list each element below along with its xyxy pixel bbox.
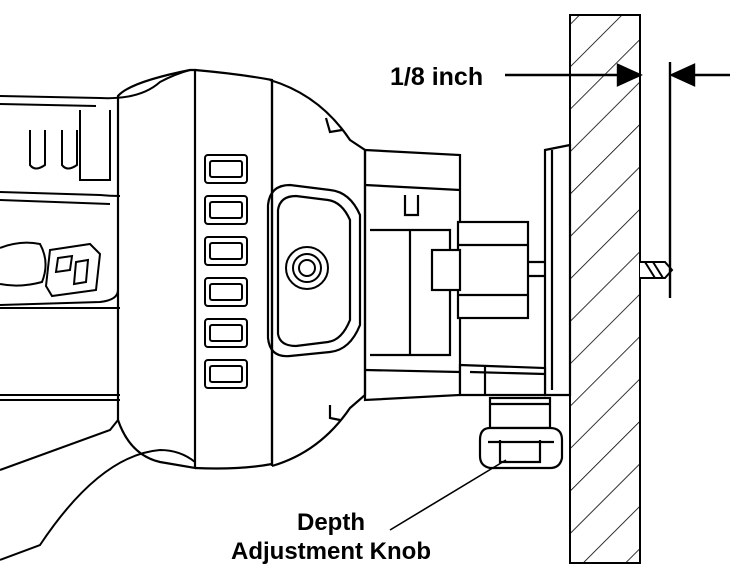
knob-label-line2: Adjustment Knob: [231, 538, 431, 565]
knob-label-line1: Depth: [297, 509, 365, 536]
tool-grip: [0, 69, 196, 561]
nose-housing: [363, 148, 462, 402]
knob-leader-line: [389, 459, 507, 531]
drill-bit: [640, 261, 674, 279]
depth-bracket: [458, 143, 572, 397]
wall-surface: [569, 14, 641, 564]
depth-adjustment-knob: [478, 396, 564, 470]
depth-dimension-indicator: [505, 62, 730, 298]
depth-dimension-label: 1/8 inch: [390, 63, 483, 91]
screw-icon: [285, 246, 329, 290]
vent-slots: [204, 154, 248, 389]
side-plate: [266, 183, 362, 358]
